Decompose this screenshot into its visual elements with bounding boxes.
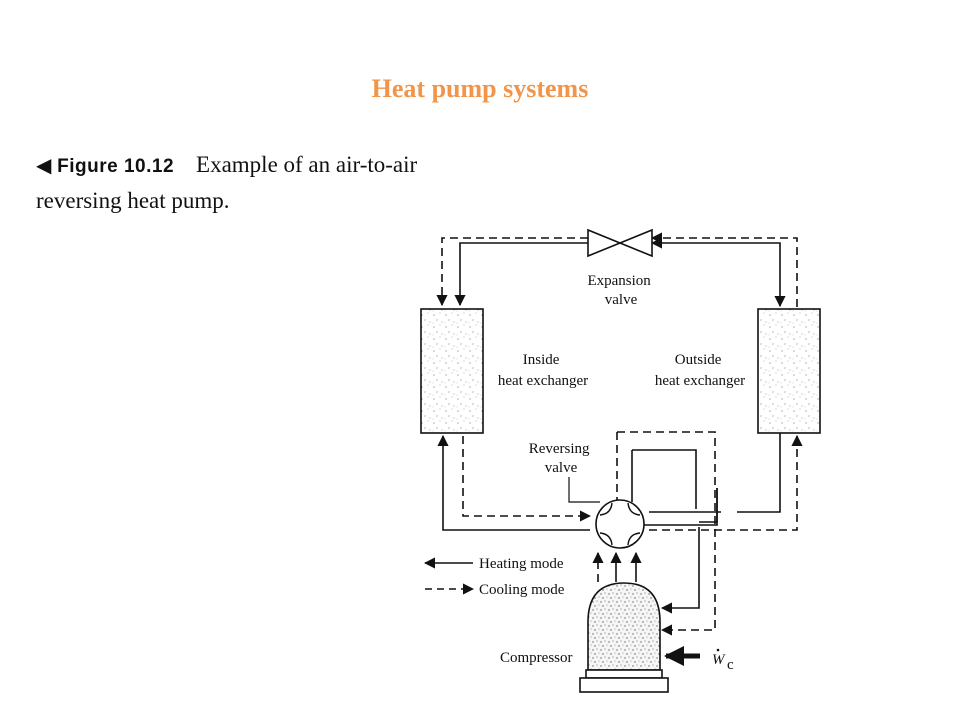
outside-heat-exchanger — [757, 308, 821, 434]
reversing-valve-label: Reversing valve — [529, 441, 594, 476]
legend: Heating mode Cooling mode — [423, 556, 565, 598]
slide-title: Heat pump systems — [371, 74, 589, 103]
expansion-valve-label: Expansion valve — [587, 273, 654, 308]
heating-mode-lines — [437, 237, 786, 666]
compressor-label: Compressor — [500, 650, 573, 666]
outside-hx-label: Outside heat exchanger — [655, 352, 745, 389]
reversing-valve-leader — [568, 477, 600, 503]
figure-caption: ◀ Figure 10.12 Example of an air-to-air r… — [36, 148, 506, 218]
inside-heat-exchanger — [420, 308, 484, 434]
legend-heating-label: Heating mode — [479, 556, 564, 572]
figure-label: Figure 10.12 — [57, 156, 175, 177]
caption-line-1: Example of an air-to-air — [196, 152, 418, 177]
expansion-valve-icon — [587, 228, 653, 258]
work-input-label: W c — [712, 648, 734, 673]
reversing-valve-icon — [595, 499, 645, 549]
svg-text:c: c — [727, 657, 734, 673]
svg-text:W: W — [712, 652, 726, 668]
cooling-mode-lines — [436, 232, 803, 636]
caption-line-2: reversing heat pump. — [36, 188, 230, 213]
compressor-icon — [579, 582, 669, 693]
inside-hx-label: Inside heat exchanger — [498, 352, 588, 389]
caption-pointer-icon: ◀ — [36, 153, 52, 177]
legend-cooling-label: Cooling mode — [479, 582, 565, 598]
